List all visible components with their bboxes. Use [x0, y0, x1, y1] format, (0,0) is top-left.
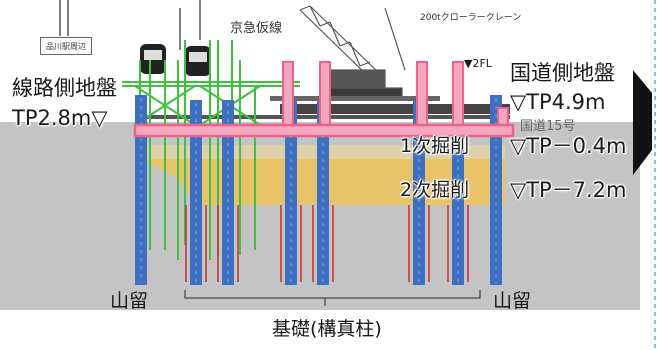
excavation-1-tp-label: ▽TP－0.4m: [510, 134, 627, 158]
earth-retaining-left-label: 山留: [110, 290, 149, 312]
crane-label: 200tクローラークレーン: [420, 13, 522, 23]
keikyu-temp-line-label: 京急仮線: [230, 21, 283, 36]
excavation-2-label: 2次掘削: [400, 179, 470, 201]
floor-marker-label: ▼2FL: [464, 57, 492, 70]
earth-retaining-right-label: 山留: [493, 290, 532, 312]
foundation-label: 基礎(構真柱): [272, 318, 382, 340]
station-sign: 品川駅周辺: [40, 37, 92, 55]
track-side-tp-label: TP2.8m▽: [12, 106, 108, 130]
road-side-ground-label: 国道側地盤: [510, 61, 615, 85]
track-side-ground-label: 線路側地盤: [12, 76, 117, 100]
background-structure: [59, 0, 201, 50]
pink-strut: [133, 123, 515, 138]
excavation-2-tp-label: ▽TP－7.2m: [510, 178, 627, 202]
route-15-label: 国道15号: [520, 119, 576, 134]
foundation-red-lines: [185, 205, 469, 282]
train-icons: [140, 44, 211, 76]
foundation-bracket: [184, 290, 481, 306]
excavation-1-label: 1次掘削: [400, 135, 470, 157]
pile-texture: [140, 98, 497, 283]
direction-arrow: [633, 70, 652, 175]
crawler-crane: [299, 5, 406, 99]
road-side-tp-label: ▽TP4.9m: [510, 90, 606, 114]
